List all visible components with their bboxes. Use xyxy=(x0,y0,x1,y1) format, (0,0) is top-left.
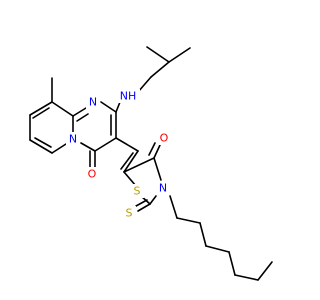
bond xyxy=(72,107,87,117)
atom-label-o2: O xyxy=(160,132,169,145)
bond xyxy=(257,261,273,281)
bond xyxy=(153,157,162,181)
bond xyxy=(123,157,155,173)
bond xyxy=(135,199,148,207)
bond xyxy=(123,150,139,173)
atom-s2: S xyxy=(122,206,136,220)
bond xyxy=(169,195,178,219)
atom-n3: N xyxy=(156,181,170,195)
molecule-structure: N N NH O O S S N xyxy=(29,46,273,281)
bond xyxy=(199,222,207,247)
bond xyxy=(120,152,134,170)
bond xyxy=(123,171,137,187)
atom-n2: N xyxy=(66,132,80,146)
bond xyxy=(148,142,156,156)
atom-label-n2: N xyxy=(69,133,77,146)
bond xyxy=(176,217,201,224)
atom-label-o1: O xyxy=(88,168,97,181)
atom-n1: N xyxy=(86,95,100,109)
bond xyxy=(146,46,170,63)
bond xyxy=(137,203,151,212)
bond xyxy=(80,142,96,152)
bond xyxy=(153,144,161,159)
bond xyxy=(150,61,170,78)
bond xyxy=(29,101,53,116)
bond xyxy=(115,101,121,113)
bond xyxy=(228,251,236,276)
bond xyxy=(137,76,152,93)
bond xyxy=(29,139,53,154)
bond xyxy=(51,101,74,117)
atom-o2: O xyxy=(157,131,171,145)
bond xyxy=(51,143,67,154)
atom-label-s2: S xyxy=(126,207,133,220)
bond xyxy=(100,101,117,113)
atom-nh: NH xyxy=(116,89,140,103)
bond xyxy=(149,195,157,205)
atom-o1: O xyxy=(85,167,99,181)
bond xyxy=(32,107,50,119)
bond xyxy=(115,137,139,152)
bond xyxy=(94,137,117,152)
atom-label-s1: S xyxy=(134,185,141,198)
atom-label-n1: N xyxy=(89,96,97,109)
bond xyxy=(168,47,191,63)
bond xyxy=(205,245,230,253)
bond xyxy=(34,137,52,148)
atom-label-n3: N xyxy=(159,182,167,195)
atom-s1: S xyxy=(130,184,144,198)
atom-labels: N N NH O O S S N xyxy=(66,89,171,220)
atom-label-nh: NH xyxy=(120,90,137,103)
bond xyxy=(234,274,259,281)
bonds xyxy=(29,46,273,281)
bond xyxy=(76,113,89,122)
